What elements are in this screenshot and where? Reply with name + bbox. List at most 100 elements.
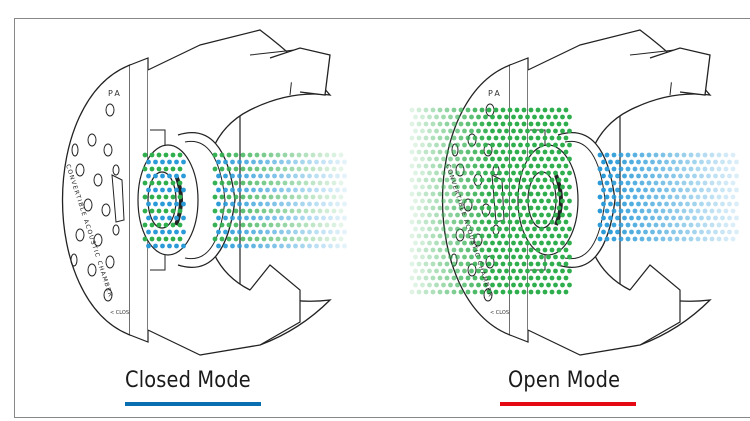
sound-dot (423, 275, 429, 281)
sound-dot (535, 163, 541, 169)
sound-dot (307, 229, 312, 235)
sound-dot (149, 180, 155, 186)
sound-dot (310, 166, 316, 172)
sound-dot (556, 289, 562, 295)
sound-dot (553, 142, 558, 148)
sound-dot (240, 152, 246, 158)
sound-dot (472, 261, 478, 267)
sound-dot (608, 201, 613, 207)
sound-dot (331, 166, 337, 172)
sound-dot (167, 159, 172, 165)
sound-dot (653, 166, 659, 172)
sound-dot (413, 170, 418, 176)
sound-dot (451, 289, 457, 295)
sound-dot (688, 194, 694, 200)
sound-dot (504, 212, 509, 218)
sound-dot (521, 247, 527, 253)
sound-dot (525, 254, 530, 260)
sound-dot (518, 198, 523, 204)
sound-dot (681, 180, 687, 186)
sound-dot (146, 201, 151, 207)
sound-dot (695, 180, 701, 186)
sound-dot (420, 254, 425, 260)
sound-dot (216, 201, 221, 207)
sound-dot (149, 152, 155, 158)
sound-dot (528, 135, 534, 141)
sound-dot (525, 212, 530, 218)
sound-dot (244, 173, 249, 179)
sound-dot (500, 247, 506, 253)
sound-dot (441, 198, 446, 204)
sound-dot (472, 107, 478, 113)
sound-dot (720, 201, 725, 207)
sound-dot (153, 187, 158, 193)
sound-dot (279, 229, 284, 235)
sound-dot (525, 114, 530, 120)
sound-dot (409, 261, 415, 267)
sound-dot (514, 135, 520, 141)
sound-dot (462, 170, 467, 176)
sound-dot (542, 261, 548, 267)
sound-dot (181, 215, 186, 221)
sound-dot (420, 212, 425, 218)
sound-dot (448, 184, 453, 190)
sound-dot (476, 254, 481, 260)
sound-dot (265, 173, 270, 179)
sound-dot (237, 243, 242, 249)
sound-dot (448, 142, 453, 148)
sound-dot (504, 282, 509, 288)
sound-dot (486, 107, 492, 113)
sound-dot (511, 156, 516, 162)
sound-dot (730, 180, 736, 186)
sound-dot (430, 233, 436, 239)
sound-dot (328, 201, 333, 207)
sound-dot (514, 233, 520, 239)
sound-dot (261, 208, 267, 214)
sound-dot (528, 205, 534, 211)
sound-dot (174, 229, 179, 235)
sound-dot (300, 159, 305, 165)
sound-dot (476, 156, 481, 162)
sound-dot (423, 177, 429, 183)
sound-dot (539, 198, 544, 204)
sound-dot (437, 275, 443, 281)
sound-dot (490, 114, 495, 120)
sound-dot (261, 152, 267, 158)
sound-dot (542, 289, 548, 295)
sound-dot (713, 159, 718, 165)
sound-dot (434, 240, 439, 246)
sound-dot (525, 240, 530, 246)
sound-dot (483, 114, 488, 120)
sound-dot (451, 135, 457, 141)
sound-dot (216, 215, 221, 221)
sound-dot (219, 152, 225, 158)
sound-dot (149, 236, 155, 242)
sound-dot (324, 194, 330, 200)
sound-dot (556, 219, 562, 225)
sound-dot (254, 236, 260, 242)
sound-dot (423, 233, 429, 239)
sound-dot (153, 229, 158, 235)
sound-dot (289, 236, 295, 242)
sound-dot (458, 247, 464, 253)
sound-dot (338, 166, 344, 172)
sound-dot (416, 107, 422, 113)
sound-dot (437, 163, 443, 169)
sound-dot (331, 152, 337, 158)
sound-dot (427, 156, 432, 162)
sound-dot (709, 180, 715, 186)
sound-dot (514, 247, 520, 253)
sound-dot (314, 201, 319, 207)
sound-dot (702, 194, 708, 200)
sound-dot (170, 180, 176, 186)
sound-dot (625, 208, 631, 214)
sound-dot (695, 194, 701, 200)
sound-dot (420, 184, 425, 190)
sound-dot (479, 289, 485, 295)
sound-dot (560, 156, 565, 162)
sound-dot (479, 191, 485, 197)
sound-dot (216, 229, 221, 235)
sound-dot (469, 254, 474, 260)
sound-dot (521, 261, 527, 267)
sound-dot (528, 233, 534, 239)
